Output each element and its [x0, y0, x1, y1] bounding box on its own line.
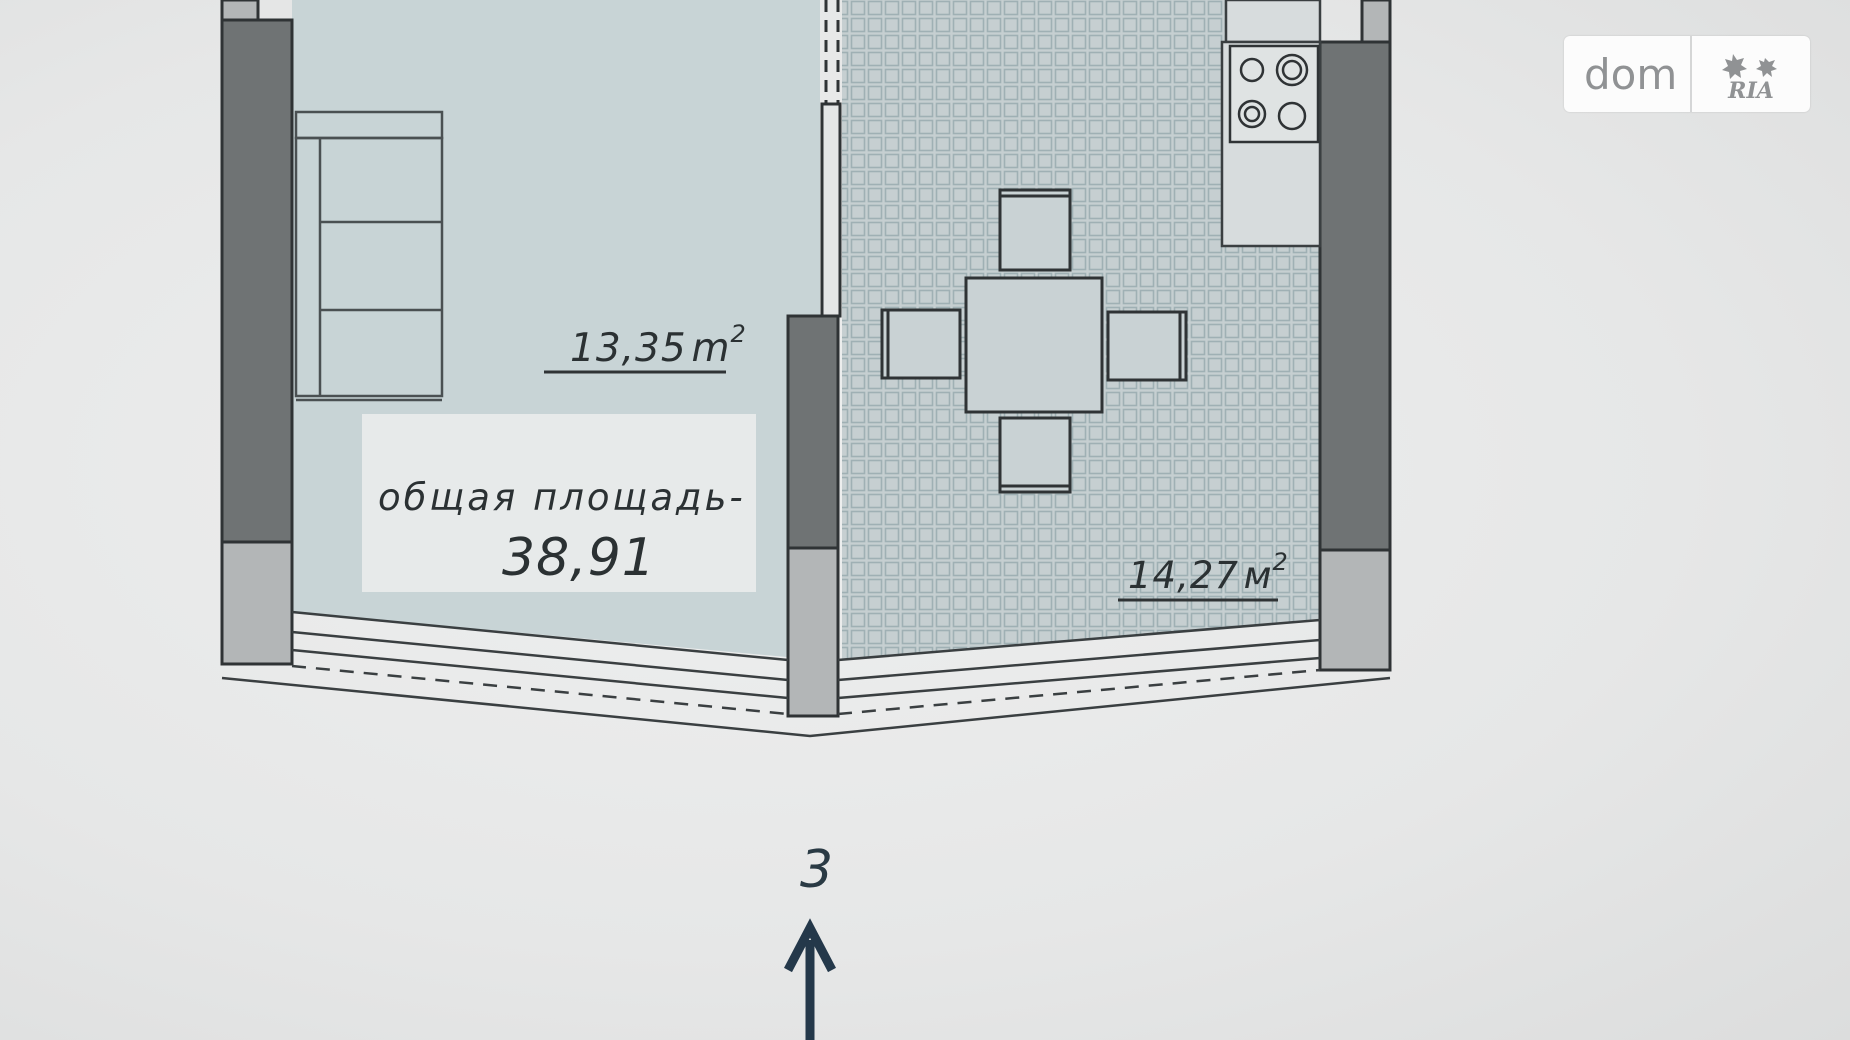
ria-logo-graphic: RIA: [1722, 54, 1777, 102]
right-wall: [1318, 40, 1392, 552]
left-wall: [220, 18, 294, 544]
partition-wall-lower: [786, 546, 840, 718]
ria-logo-icon: RIA: [1692, 46, 1810, 102]
kitchen-area-label: 14,27 м2: [1128, 548, 1289, 597]
total-area-label: общая площадь-: [378, 476, 746, 519]
view-marker-number: 3: [800, 840, 834, 900]
svg-text:RIA: RIA: [1727, 78, 1774, 102]
stove: [1228, 44, 1320, 144]
total-area-box: [362, 414, 756, 592]
domria-watermark: dom RIA: [1564, 36, 1810, 112]
right-wall-top: [1360, 0, 1392, 44]
partition-thin: [820, 102, 842, 318]
left-wall-lower: [220, 540, 294, 666]
bedroom-area-label: 13,35 m2: [570, 320, 747, 371]
balcony-lines: [221, 610, 1391, 738]
watermark-dom-text: dom: [1584, 49, 1678, 99]
right-wall-lower: [1318, 548, 1392, 672]
bedroom-furniture: [294, 110, 444, 402]
left-wall-top: [220, 0, 260, 22]
arrow-up-icon: [784, 918, 836, 1040]
total-area-value: 38,91: [502, 528, 656, 588]
dining-set: [880, 188, 1188, 494]
partition-wall: [786, 314, 840, 550]
watermark-separator: [1690, 36, 1692, 112]
